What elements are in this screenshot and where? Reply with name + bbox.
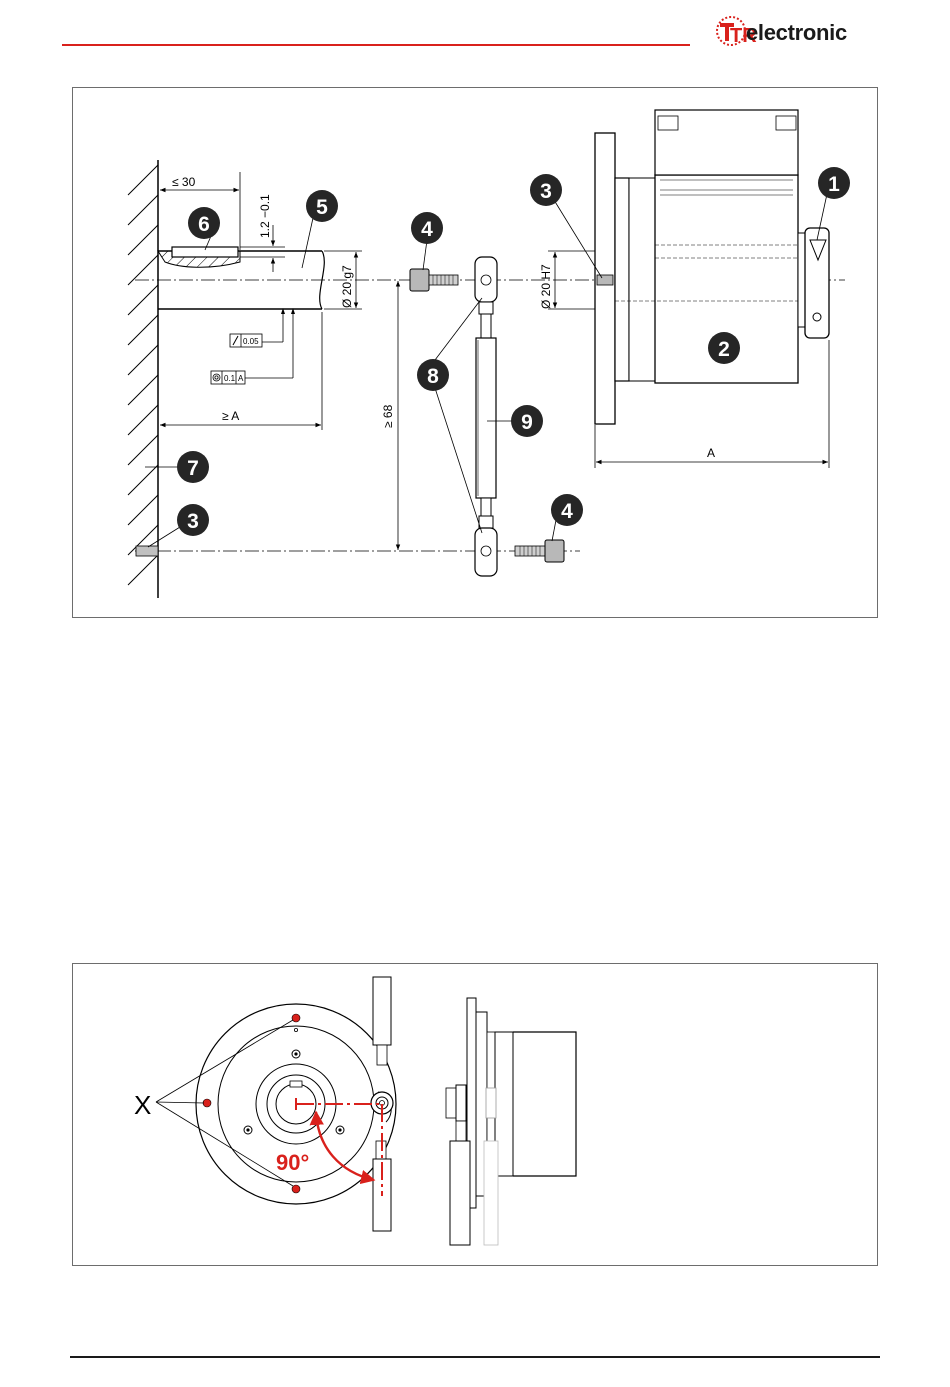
callout-5: 5 (306, 190, 338, 222)
callout-8-label: 8 (427, 365, 439, 388)
dim-depth-label: 1.2 −0.1 (258, 194, 272, 238)
drive-shaft (158, 247, 324, 309)
callout-4-bottom-label: 4 (561, 500, 573, 523)
callout-1-label: 1 (828, 173, 840, 196)
tolerance-datum: A (238, 374, 244, 383)
feather-key (172, 247, 238, 257)
screw-bottom (515, 540, 564, 562)
callout-7: 7 (177, 451, 209, 483)
callout-3-top-label: 3 (540, 180, 552, 203)
dim-depth: 1.2 −0.1 (240, 194, 285, 272)
callout-4-top-label: 4 (421, 218, 433, 241)
callout-3-bottom: 3 (177, 504, 209, 536)
encoder (595, 110, 829, 424)
tolerance-concentricity-value: 0.1 (224, 374, 236, 383)
callout-8: 8 (417, 359, 449, 391)
callout-9-label: 9 (521, 411, 533, 434)
tolerance-runout-value: 0.05 (243, 337, 259, 346)
threaded-pin-wall (136, 546, 158, 556)
torque-rod (475, 257, 497, 576)
dim-min-68-label: ≥ 68 (381, 404, 395, 428)
callout-3-top: 3 (530, 174, 562, 206)
dim-a-label: A (707, 446, 715, 460)
figure-2-frame (72, 963, 878, 1266)
tolerance-runout: 0.05 (230, 308, 285, 347)
dim-shaft-diameter-label: Ø 20 g7 (340, 265, 354, 308)
callout-3-bottom-label: 3 (187, 510, 199, 533)
callout-1: 1 (818, 167, 850, 199)
dim-min-a-label: ≥ A (222, 409, 239, 423)
callout-6: 6 (188, 207, 220, 239)
callout-6-label: 6 (198, 213, 210, 236)
callout-4-bottom: 4 (551, 494, 583, 526)
callout-4-top: 4 (411, 212, 443, 244)
dim-max-30-label: ≤ 30 (172, 175, 196, 189)
wall (128, 160, 158, 598)
callout-2-label: 2 (718, 338, 730, 361)
screw-top (410, 269, 458, 291)
dim-min-68: ≥ 68 (381, 281, 398, 550)
footer-rule (70, 1356, 880, 1358)
dim-bore-diameter-label: Ø 20 H7 (539, 264, 553, 309)
callout-9: 9 (511, 405, 543, 437)
callout-7-label: 7 (187, 457, 199, 480)
callout-5-label: 5 (316, 196, 328, 219)
callout-2: 2 (708, 332, 740, 364)
